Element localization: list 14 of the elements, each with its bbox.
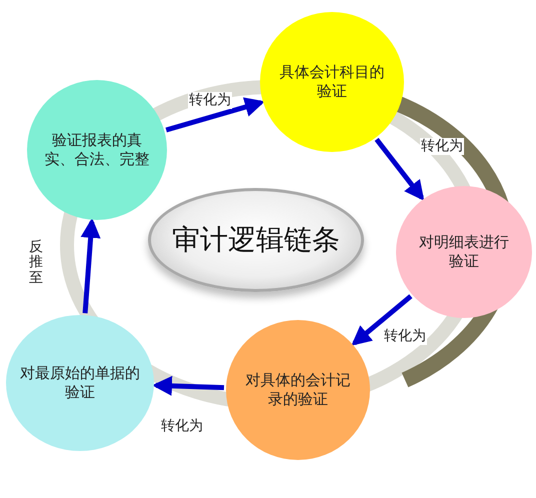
step-text: 对具体的会计记录的验证 (244, 370, 352, 410)
arrow (166, 97, 265, 132)
step-text: 对明细表进行验证 (418, 232, 510, 272)
arrow (80, 218, 101, 314)
step-text: 验证报表的真实、合法、完整 (44, 130, 150, 170)
edge-label: 转化为 (420, 138, 464, 155)
step-text: 具体会计科目的验证 (278, 62, 386, 102)
arrow (152, 376, 224, 396)
edge-label: 转化为 (383, 328, 427, 345)
step-text: 对最原始的单据的验证 (19, 364, 141, 402)
arrow (374, 138, 424, 201)
edge-label: 转化为 (188, 92, 232, 109)
edge-label: 转化为 (160, 418, 204, 435)
title-text: 审计逻辑链条 (171, 222, 341, 258)
